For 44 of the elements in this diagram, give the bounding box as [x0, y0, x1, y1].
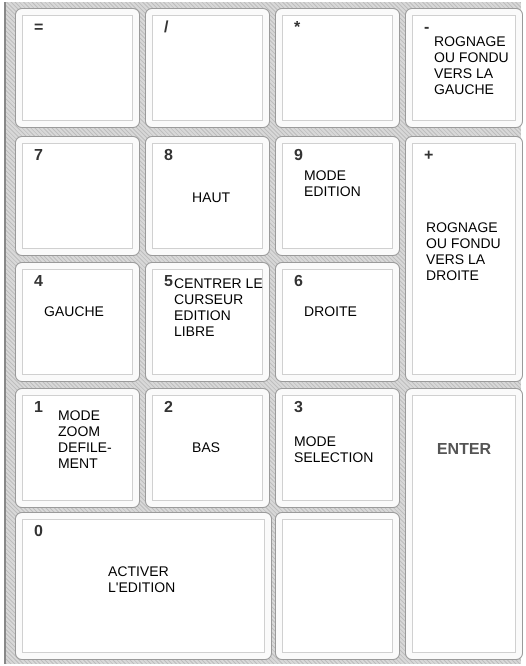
key-function-label: BAS: [192, 439, 222, 455]
key-legend: 6: [294, 273, 303, 291]
keycap: [275, 512, 400, 660]
key-legend: =: [34, 19, 44, 37]
key-legend: 3: [294, 399, 303, 417]
key-legend: *: [294, 19, 300, 37]
keycap: [405, 8, 523, 128]
key-function-label: HAUT: [192, 189, 232, 205]
key-legend: 8: [164, 147, 173, 165]
keycap: [15, 262, 140, 382]
key-function-label: MODE ZOOM DEFILE-MENT: [58, 407, 113, 471]
key-legend: 2: [164, 399, 173, 417]
keycap: [275, 8, 400, 128]
key-function-label: GAUCHE: [44, 303, 105, 319]
key-legend: /: [164, 19, 168, 37]
key-legend: -: [424, 19, 430, 37]
keycap: [145, 262, 270, 382]
key-function-label: ROGNAGE OU FONDU VERS LA GAUCHE: [434, 33, 510, 97]
key-legend: 7: [34, 147, 43, 165]
keycap: [145, 388, 270, 508]
keycap: [275, 136, 400, 256]
key-function-label: ACTIVER L'EDITION: [108, 563, 176, 595]
keycap: [405, 388, 523, 660]
key-function-label: MODE EDITION: [304, 167, 362, 199]
keycap: [145, 136, 270, 256]
key-legend: +: [424, 147, 434, 165]
keycap: [405, 136, 523, 382]
keycap: [145, 8, 270, 128]
keycap: [15, 8, 140, 128]
key-legend: 5: [164, 273, 173, 291]
key-function-label: ROGNAGE OU FONDU VERS LA DROITE: [426, 219, 502, 283]
keycap: [275, 388, 400, 508]
key-function-label: CENTRER LE CURSEUR EDITION LIBRE: [174, 275, 264, 339]
keycap: [275, 262, 400, 382]
key-legend: 4: [34, 273, 43, 291]
key-legend: 9: [294, 147, 303, 165]
key-legend: ENTER: [406, 441, 522, 459]
key-function-label: DROITE: [304, 303, 358, 319]
keycap: [15, 136, 140, 256]
key-legend: 0: [34, 523, 43, 541]
keycap: [15, 388, 140, 508]
key-legend: 1: [34, 399, 43, 417]
key-function-label: MODE SELECTION: [294, 433, 374, 465]
keycap: [15, 512, 272, 660]
